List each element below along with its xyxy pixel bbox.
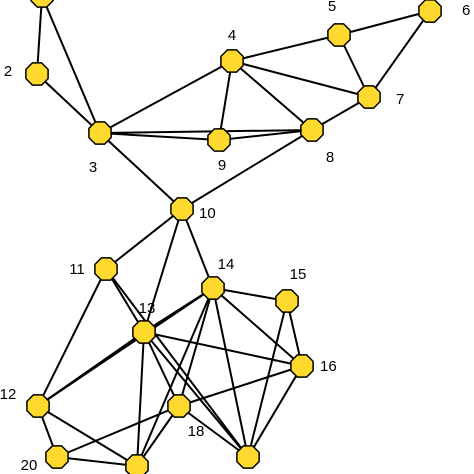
node-label-15: 15 xyxy=(290,266,307,283)
node-6 xyxy=(418,0,442,23)
edge-18-17 xyxy=(178,405,249,458)
node-7 xyxy=(357,85,381,109)
edge-3-10 xyxy=(99,132,183,210)
node-label-8: 8 xyxy=(326,149,334,166)
edge-4-9 xyxy=(218,60,233,141)
node-20 xyxy=(45,445,69,469)
edge-4-8 xyxy=(231,60,313,131)
edge-13-14 xyxy=(143,287,214,333)
edge-15-17 xyxy=(247,300,288,458)
edge-13-18 xyxy=(143,331,180,407)
edge-8-10 xyxy=(181,129,313,210)
node-2 xyxy=(25,62,49,86)
node-label-12: 12 xyxy=(0,386,16,403)
edge-3-9 xyxy=(99,132,220,141)
node-16 xyxy=(290,354,314,378)
edge-3-4 xyxy=(99,60,233,134)
node-label-3: 3 xyxy=(89,159,97,176)
edge-6-7 xyxy=(368,10,431,98)
node-label-5: 5 xyxy=(328,0,336,15)
edge-14-18 xyxy=(178,287,214,407)
node-label-7: 7 xyxy=(396,91,404,108)
node-layer xyxy=(25,0,442,474)
node-label-11: 11 xyxy=(69,261,85,278)
node-17 xyxy=(236,445,260,469)
node-10 xyxy=(170,197,194,221)
edge-18-20 xyxy=(56,405,180,458)
node-9 xyxy=(207,128,231,152)
edge-13-16 xyxy=(143,331,303,367)
edge-14-15 xyxy=(212,287,288,302)
edge-14-16 xyxy=(212,287,303,367)
node-label-18: 18 xyxy=(188,423,205,440)
edge-13-17 xyxy=(143,331,249,458)
node-15 xyxy=(275,289,299,313)
edge-10-11 xyxy=(105,208,183,270)
node-8 xyxy=(300,118,324,142)
edge-13-19 xyxy=(136,331,145,467)
edge-4-7 xyxy=(231,60,370,98)
edge-16-17 xyxy=(247,365,303,458)
node-label-6: 6 xyxy=(462,2,470,19)
node-label-9: 9 xyxy=(218,157,226,174)
edge-2-3 xyxy=(36,73,101,134)
node-label-14: 14 xyxy=(218,256,235,273)
node-label-10: 10 xyxy=(199,205,216,222)
edge-11-13 xyxy=(105,268,145,333)
node-14 xyxy=(201,276,225,300)
node-label-16: 16 xyxy=(320,358,337,375)
edge-1-3 xyxy=(42,0,101,134)
node-13 xyxy=(132,320,156,344)
node-1 xyxy=(30,0,54,8)
node-label-4: 4 xyxy=(228,27,236,44)
edge-10-13 xyxy=(143,208,183,333)
node-5 xyxy=(327,23,351,47)
node-19 xyxy=(125,454,149,474)
node-label-20: 20 xyxy=(21,457,38,474)
edge-11-12 xyxy=(37,268,107,407)
node-12 xyxy=(26,394,50,418)
edge-20-19 xyxy=(56,456,138,467)
edge-8-9 xyxy=(218,129,313,141)
edge-16-18 xyxy=(178,365,303,407)
node-label-13: 13 xyxy=(139,300,156,317)
edge-10-14 xyxy=(181,208,214,289)
node-11 xyxy=(94,257,118,281)
edge-14-17 xyxy=(212,287,249,458)
node-18 xyxy=(167,394,191,418)
node-label-2: 2 xyxy=(4,63,12,80)
node-4 xyxy=(220,49,244,73)
node-3 xyxy=(88,121,112,145)
edge-12-19 xyxy=(37,405,138,467)
edge-4-5 xyxy=(231,34,340,62)
edge-3-8 xyxy=(99,129,313,134)
edge-5-6 xyxy=(338,10,431,36)
edge-1-2 xyxy=(36,0,43,75)
edge-18-19 xyxy=(136,405,180,467)
edge-14-19 xyxy=(136,287,214,467)
edge-11-17 xyxy=(105,268,249,458)
